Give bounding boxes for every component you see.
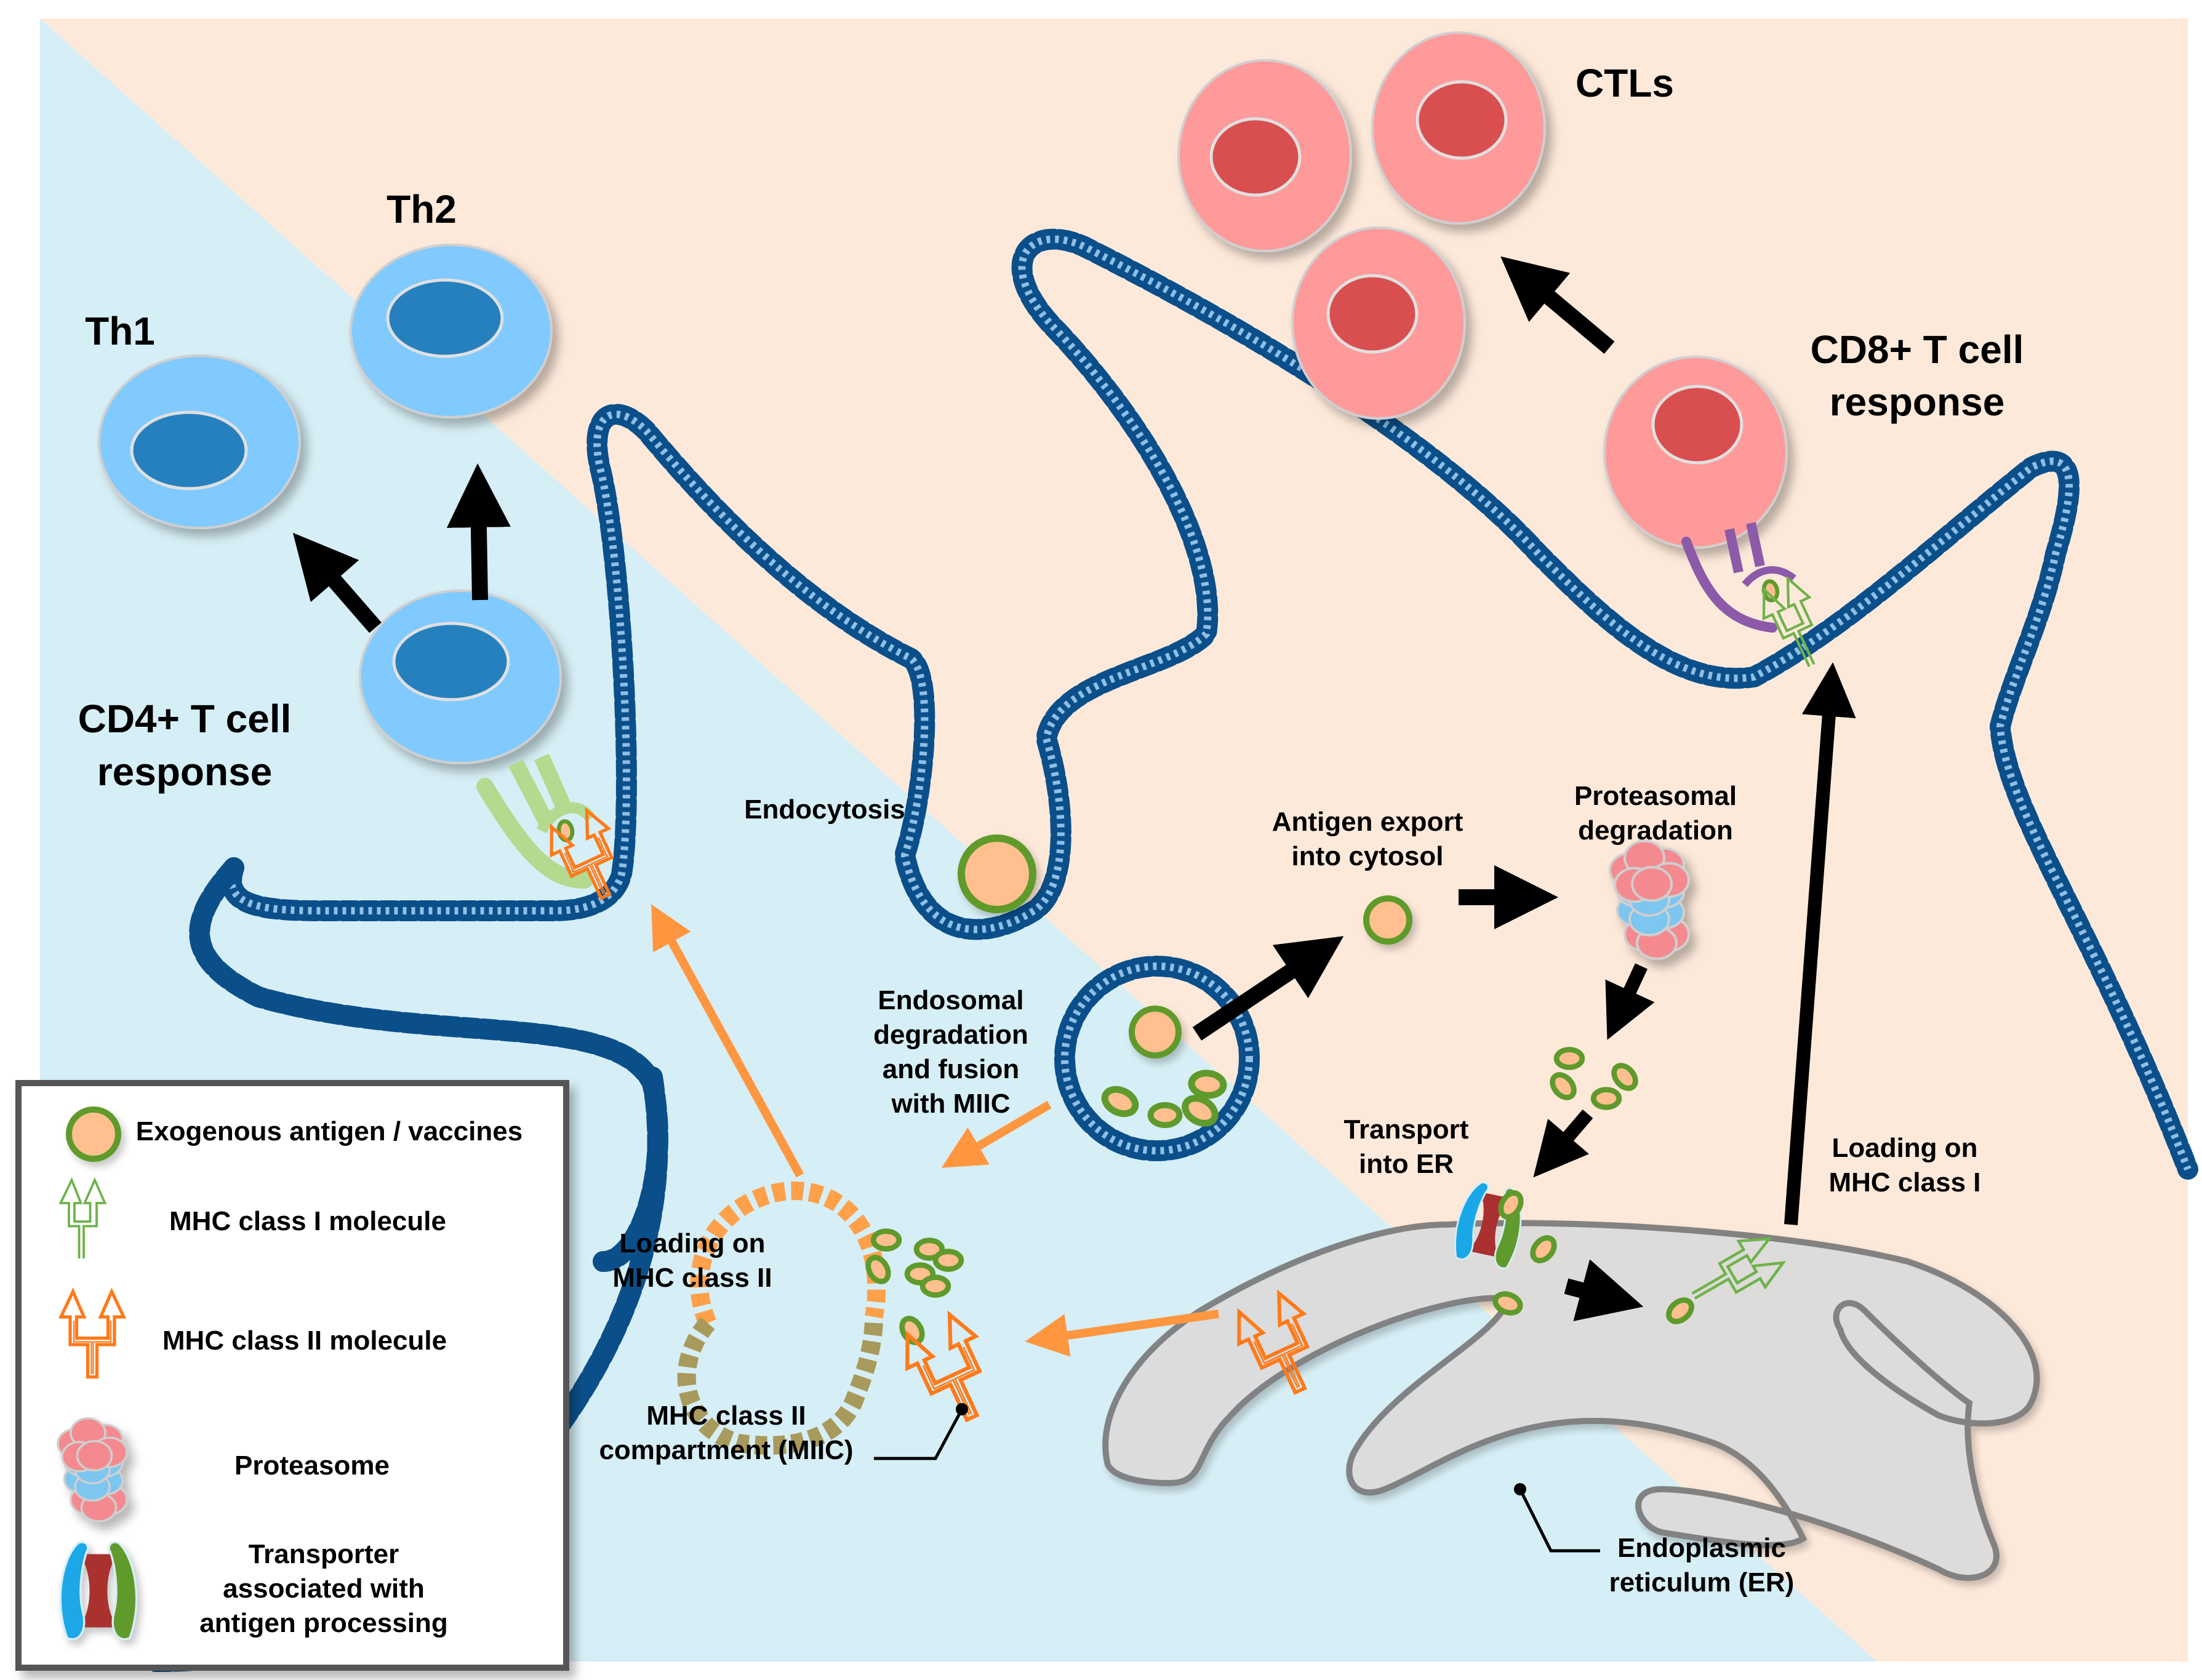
cd8-tcr-complex (1681, 522, 1836, 675)
label-endocytosis: Endocytosis (744, 794, 905, 825)
th2-cell (350, 244, 553, 418)
legend-label-tap-3: antigen processing (199, 1608, 447, 1638)
arrow-cd4-to-th2 (446, 463, 511, 601)
arrow-cd4-to-th1 (292, 532, 382, 633)
cytosolic-antigen (1363, 895, 1412, 945)
flow-arrows-black (292, 256, 1856, 1321)
arrow-miic-to-surface (651, 904, 804, 1178)
label-er-2: reticulum (ER) (1609, 1567, 1795, 1598)
ctl-cell-2 (1371, 31, 1546, 225)
label-er-1: Endoplasmic (1617, 1533, 1786, 1563)
arrow-er-to-miic (1025, 1310, 1219, 1357)
legend-label-mhc-class-ii: MHC class II molecule (162, 1326, 447, 1356)
arrow-endosome-to-cytosol (1192, 936, 1344, 1041)
cd4-tcr-complex (476, 753, 634, 910)
label-miic-1: MHC class II (646, 1401, 806, 1431)
label-loading-mhc1-2: MHC class I (1829, 1167, 1981, 1198)
arrow-cd8-to-ctls (1500, 256, 1615, 354)
ctl-cell-3 (1291, 226, 1466, 420)
legend-label-proteasome: Proteasome (234, 1450, 390, 1481)
arrow-er-to-surface-mhc1 (1784, 662, 1856, 1225)
label-loading-mhc2-2: MHC class II (612, 1263, 772, 1293)
legend-item-tap: Transporter associated with antigen proc… (59, 1539, 448, 1641)
label-th1: Th1 (85, 309, 155, 353)
tap-transporter-icon (59, 1541, 138, 1641)
labels: Th1 Th2 CD4+ T cell response CTLs CD8+ T… (78, 61, 2024, 1598)
label-miic-2: compartment (MIIC) (599, 1435, 853, 1465)
legend-item-mhc-class-i: MHC class I molecule (59, 1178, 446, 1260)
legend-item-proteasome: Proteasome (57, 1417, 390, 1522)
arrow-peptides-to-tap (1533, 1109, 1593, 1178)
arrow-proteasome-to-peptides (1605, 963, 1655, 1040)
ctl-cell-1 (1177, 59, 1352, 252)
label-endosomal-4: with MIIC (891, 1089, 1010, 1119)
label-endosomal-1: Endosomal (878, 985, 1023, 1015)
miic-compartment (677, 1181, 1006, 1460)
legend-item-mhc-class-ii: MHC class II molecule (61, 1292, 447, 1377)
legend-label-exogenous-antigen: Exogenous antigen / vaccines (136, 1116, 522, 1146)
cd4-t-cell (359, 590, 562, 764)
label-th2: Th2 (386, 187, 457, 231)
label-proteasomal-2: degradation (1578, 815, 1733, 846)
flow-arrows-orange (651, 904, 1219, 1357)
endosome (1054, 956, 1260, 1161)
arrow-tap-to-mhc1 (1564, 1259, 1644, 1321)
label-endosomal-2: degradation (873, 1020, 1028, 1050)
legend-label-mhc-class-i: MHC class I molecule (169, 1206, 446, 1236)
endocytosis-vesicle (958, 834, 1036, 913)
label-cd4-response-2: response (97, 750, 273, 794)
endoplasmic-reticulum (1102, 1178, 2040, 1581)
legend-label-tap-2: associated with (223, 1574, 425, 1604)
arrow-endosome-to-miic (941, 1100, 1052, 1168)
label-antigen-export-2: into cytosol (1292, 841, 1444, 871)
th1-cell (98, 354, 301, 529)
label-cd4-response-1: CD4+ T cell (78, 697, 292, 741)
legend-label-tap-1: Transporter (249, 1539, 399, 1569)
label-transport-er-1: Transport (1344, 1114, 1469, 1145)
legend: Exogenous antigen / vaccines MHC class I… (15, 1080, 569, 1671)
label-loading-mhc2-1: Loading on (619, 1228, 765, 1258)
label-loading-mhc1-1: Loading on (1832, 1133, 1977, 1163)
cd8-t-cell (1603, 356, 1788, 549)
label-cd8-response-2: response (1830, 380, 2005, 424)
label-cd8-response-1: CD8+ T cell (1811, 327, 2024, 372)
label-transport-er-2: into ER (1359, 1149, 1454, 1179)
label-endosomal-3: and fusion (883, 1054, 1019, 1084)
legend-item-exogenous-antigen: Exogenous antigen / vaccines (66, 1106, 522, 1162)
label-antigen-export-1: Antigen export (1272, 807, 1463, 837)
exogenous-antigen-icon (66, 1106, 121, 1162)
label-proteasomal-1: Proteasomal (1574, 781, 1737, 811)
label-ctls: CTLs (1575, 61, 1674, 105)
